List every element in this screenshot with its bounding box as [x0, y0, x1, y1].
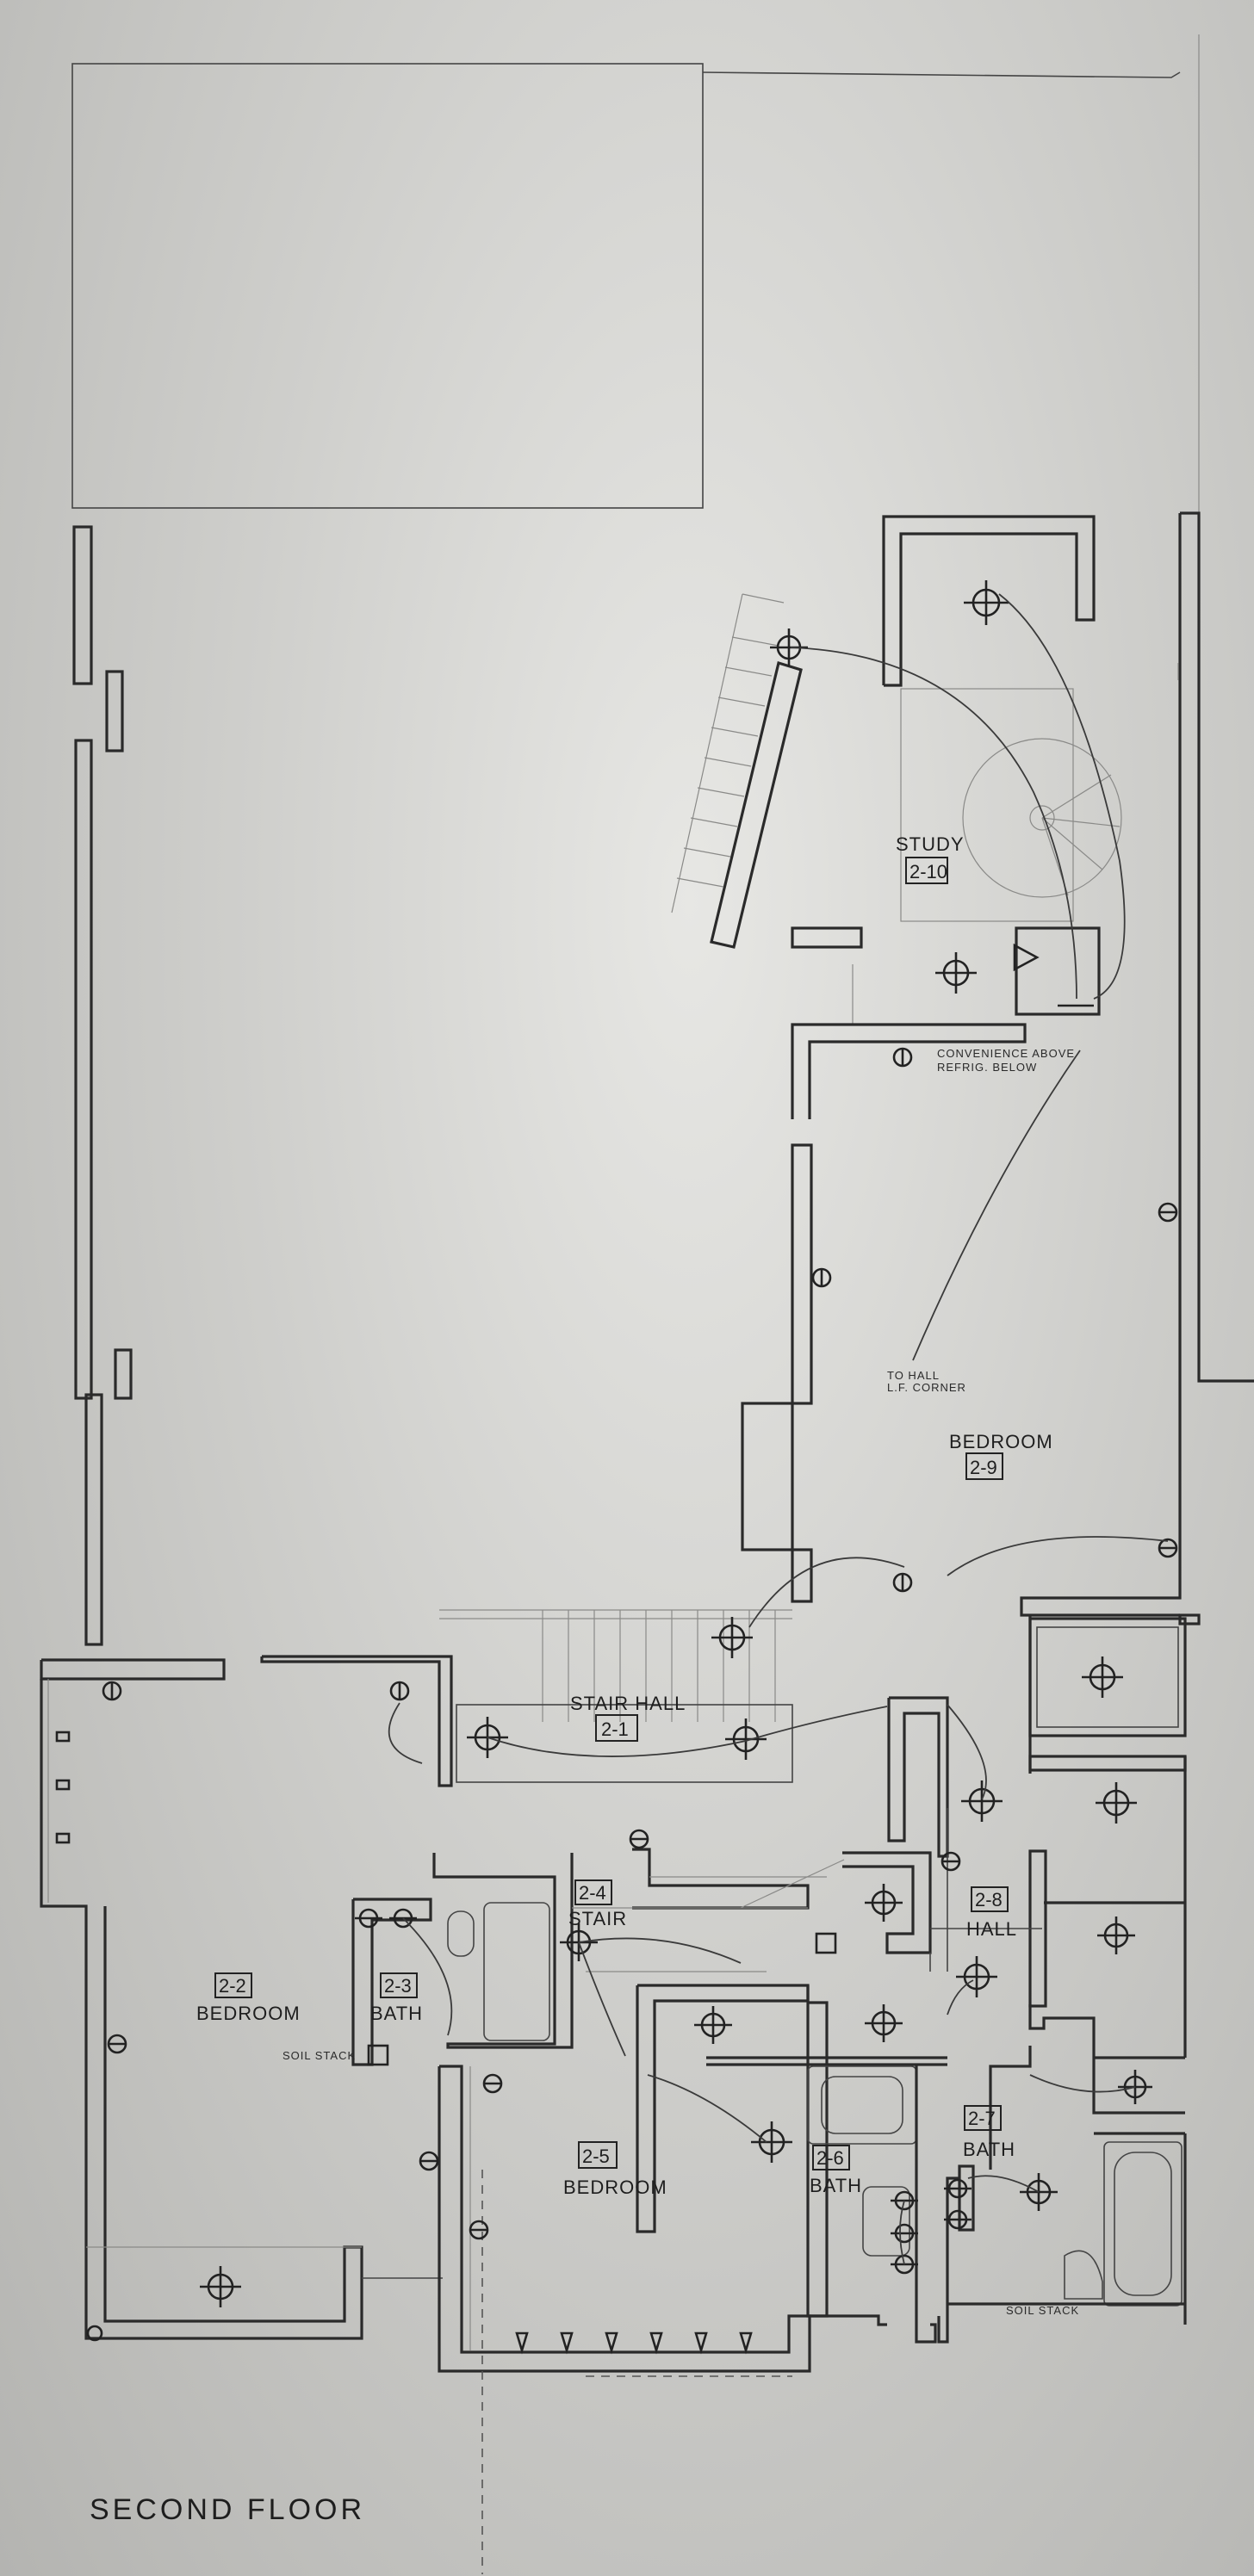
spiral-stair [962, 738, 1122, 898]
room-name: BEDROOM [196, 2003, 301, 2024]
room-label-bath-2-3: 2-3 BATH [370, 1972, 423, 2024]
stair-hall [40, 1609, 793, 1787]
fixture [1097, 1917, 1135, 1954]
fixture [891, 2223, 918, 2244]
bath-2-3-walls [351, 1853, 574, 2066]
outlet [940, 1851, 961, 1872]
outlet [86, 2325, 103, 2342]
fixture [865, 1884, 903, 1922]
note-soil-stack-left: SOIL STACK [282, 2049, 356, 2062]
fixture [964, 580, 1009, 625]
room-label-bath-2-7: 2-7 BATH [963, 2105, 1015, 2160]
room-label-bedroom-2-5: 2-5 BEDROOM [563, 2141, 667, 2198]
outlet [107, 2034, 127, 2054]
note-soil-stack-right: SOIL STACK [1006, 2304, 1079, 2317]
room-number: 2-2 [219, 1975, 246, 1997]
outlet [102, 1681, 122, 1701]
outlet [811, 1267, 832, 1288]
switch-wiring [388, 593, 1169, 2265]
fixture [725, 1718, 767, 1760]
fixture [961, 1780, 1003, 1822]
room-number: 2-1 [601, 1718, 629, 1740]
room-name: STAIR HALL [570, 1693, 686, 1714]
bedroom-2-9-walls [741, 511, 1254, 1625]
outlet [1158, 1202, 1178, 1223]
fixture [865, 2004, 903, 2042]
fixture [935, 952, 977, 994]
room-number: 2-4 [579, 1882, 606, 1904]
bath-2-7-walls [937, 2004, 1187, 2344]
fixture [1096, 1782, 1137, 1824]
room-label-bedroom-2-2: 2-2 BEDROOM [196, 1972, 301, 2024]
fixture [355, 1908, 382, 1929]
room-number: 2-10 [909, 861, 947, 882]
room-label-bath-2-6: 2-6 BATH [810, 2145, 862, 2196]
room-number: 2-7 [968, 2108, 996, 2129]
exterior-stair [671, 593, 803, 949]
fixture [1082, 1656, 1123, 1698]
bedroom-2-2-walls [40, 1679, 443, 2340]
room-name: BEDROOM [563, 2177, 667, 2198]
fixture [944, 2209, 972, 2230]
room-number: 2-5 [582, 2146, 610, 2167]
fixture [694, 2006, 732, 2044]
room-label-bedroom-2-9: BEDROOM 2-9 [949, 1431, 1053, 1480]
room-name: HALL [966, 1918, 1017, 1940]
outlet [1158, 1538, 1178, 1558]
bedroom-2-5-walls [438, 1984, 811, 2574]
room-number: 2-8 [975, 1889, 1003, 1910]
upper-block-outline [71, 34, 1200, 1378]
fixture [944, 2178, 972, 2199]
note-convenience: CONVENIENCE ABOVE [937, 1047, 1075, 1060]
outlet [892, 1047, 913, 1068]
outlet [482, 2073, 503, 2094]
stair-2-4-walls [572, 1848, 845, 1972]
room-name: BATH [810, 2175, 862, 2196]
fixture [751, 2121, 792, 2163]
room-number: 2-3 [384, 1975, 412, 1997]
sheet-title: SECOND FLOOR [90, 2493, 365, 2526]
hall-2-8-walls [842, 1615, 1187, 2058]
fixture [711, 1617, 753, 1658]
room-name: BATH [963, 2139, 1015, 2160]
room-label-stair-hall: STAIR HALL 2-1 [570, 1693, 686, 1742]
room-name: STUDY [896, 833, 965, 855]
room-label-study: STUDY 2-10 [896, 833, 965, 884]
study-walls [791, 515, 1101, 1025]
room-name: BATH [370, 2003, 423, 2024]
room-name: STAIR [568, 1908, 627, 1929]
wall-outlets [86, 1047, 1178, 2342]
outlet [419, 2151, 439, 2171]
note-refrig: REFRIG. BELOW [937, 1061, 1037, 1074]
outlet [892, 1572, 913, 1593]
left-exterior-wall [72, 525, 133, 1646]
outlet [389, 1681, 410, 1701]
room-number: 2-6 [816, 2147, 844, 2169]
notes: CONVENIENCE ABOVE REFRIG. BELOW TO HALL … [282, 1047, 1079, 2317]
outlet [629, 1829, 649, 1849]
fixture [956, 1956, 997, 1997]
note-corner: L.F. CORNER [887, 1381, 966, 1394]
outlet [469, 2220, 489, 2240]
bath-2-6-walls [706, 1985, 947, 2344]
room-label-stair-2-4: 2-4 STAIR [568, 1879, 627, 1929]
fixture [200, 2266, 241, 2307]
room-name: BEDROOM [949, 1431, 1053, 1452]
note-to-hall: TO HALL [887, 1369, 940, 1382]
kitchenette-symbol [1013, 943, 1094, 1007]
room-number: 2-9 [970, 1457, 997, 1478]
room-label-hall-2-8: 2-8 HALL [966, 1886, 1017, 1940]
